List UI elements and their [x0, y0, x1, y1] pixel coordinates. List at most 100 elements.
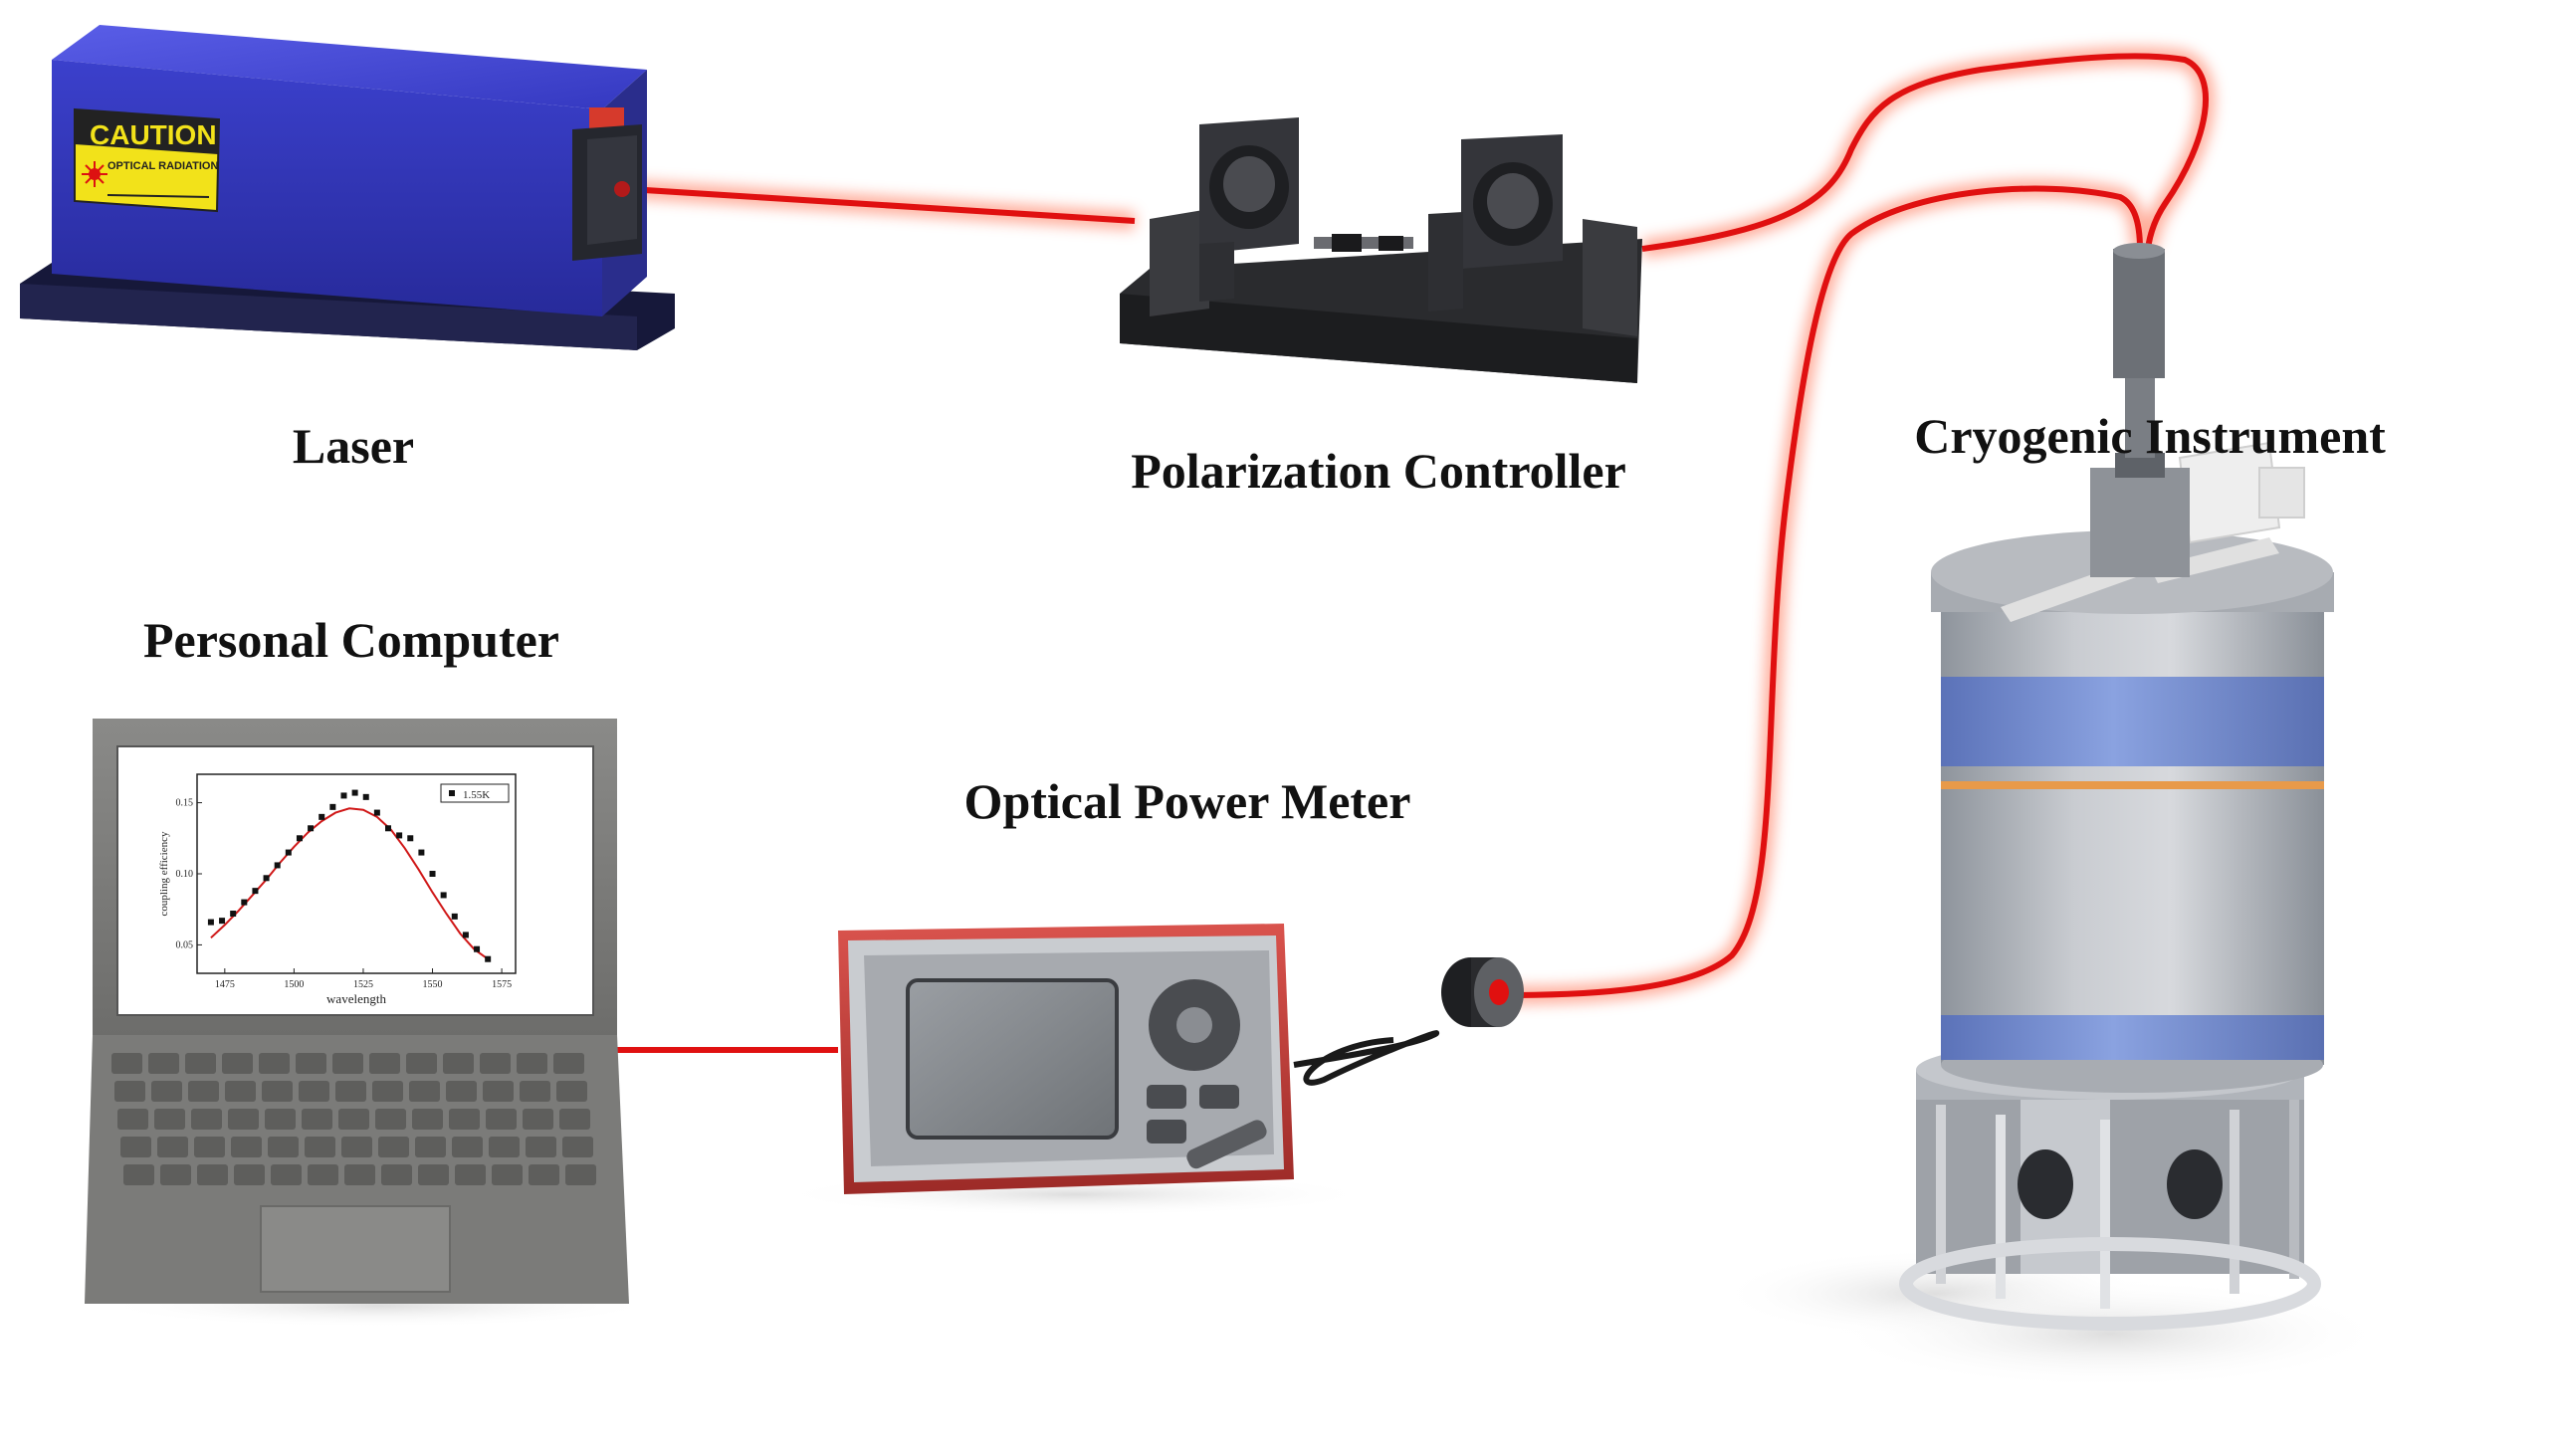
keyboard-key: [412, 1109, 443, 1130]
data-point: [351, 789, 358, 796]
keyboard-key: [381, 1164, 412, 1185]
keyboard-key: [446, 1081, 477, 1102]
keyboard-key: [415, 1137, 446, 1157]
x-tick-label: 1550: [423, 979, 443, 990]
chart-legend: 1.55K: [440, 783, 510, 803]
data-point: [462, 932, 469, 938]
data-point: [219, 918, 226, 925]
data-point: [285, 849, 292, 856]
data-point: [474, 945, 481, 952]
data-point: [263, 875, 270, 882]
data-point: [362, 793, 369, 800]
laptop-keyboard: [111, 1053, 596, 1185]
laser-output-port: [614, 181, 630, 197]
keyboard-key: [123, 1164, 154, 1185]
keyboard-key: [553, 1053, 584, 1074]
data-point: [274, 862, 281, 869]
keyboard-key: [234, 1164, 265, 1185]
data-point: [308, 825, 315, 832]
caution-subtitle: OPTICAL RADIATION: [107, 160, 218, 172]
data-point: [230, 911, 237, 917]
keyboard-key: [418, 1164, 449, 1185]
cryostat-port-left: [2018, 1149, 2073, 1219]
keyboard-key: [225, 1081, 256, 1102]
keyboard-key: [338, 1109, 369, 1130]
polarization-controller-device: [1120, 117, 1642, 383]
keyboard-key: [151, 1081, 182, 1102]
keyboard-key: [344, 1164, 375, 1185]
keyboard-key: [517, 1053, 547, 1074]
keyboard-key: [302, 1109, 332, 1130]
data-point: [429, 871, 436, 877]
keyboard-key: [114, 1081, 145, 1102]
label-optical-power-meter: Optical Power Meter: [964, 773, 1411, 829]
data-point: [373, 809, 380, 816]
x-tick-label: 1475: [215, 979, 235, 990]
keyboard-key: [231, 1137, 262, 1157]
meter-button-1: [1147, 1085, 1186, 1109]
keyboard-key: [559, 1109, 590, 1130]
data-point: [385, 825, 391, 832]
keyboard-key: [335, 1081, 366, 1102]
laser-switch: [589, 107, 624, 129]
fiber-controller-to-cryostat: [1641, 53, 2209, 252]
keyboard-key: [191, 1109, 222, 1130]
keyboard-key: [492, 1164, 523, 1185]
keyboard-key: [486, 1109, 517, 1130]
cryogenic-instrument-device: [1717, 243, 2389, 1388]
keyboard-key: [157, 1137, 188, 1157]
keyboard-key: [526, 1137, 556, 1157]
y-tick-label: 0.15: [176, 798, 194, 809]
keyboard-key: [480, 1053, 511, 1074]
laser-device: CAUTION OPTICAL RADIATION: [20, 25, 675, 350]
keyboard-key: [529, 1164, 559, 1185]
keyboard-key: [228, 1109, 259, 1130]
laser-hazard-icon: [82, 161, 107, 187]
label-polarization-controller: Polarization Controller: [1131, 443, 1626, 499]
keyboard-key: [185, 1053, 216, 1074]
keyboard-key: [369, 1053, 400, 1074]
caution-title: CAUTION: [90, 119, 217, 150]
keyboard-key: [523, 1109, 553, 1130]
data-point: [252, 888, 259, 895]
keyboard-key: [556, 1081, 587, 1102]
optical-detector-head: [1441, 957, 1524, 1027]
keyboard-key: [259, 1053, 290, 1074]
keyboard-key: [452, 1137, 483, 1157]
keyboard-key: [265, 1109, 296, 1130]
keyboard-key: [332, 1053, 363, 1074]
keyboard-key: [268, 1137, 299, 1157]
keyboard-key: [299, 1081, 329, 1102]
keyboard-key: [565, 1164, 596, 1185]
keyboard-key: [372, 1081, 403, 1102]
chart-ylabel: coupling efficiency: [158, 831, 170, 917]
data-point: [241, 899, 248, 906]
keyboard-key: [483, 1081, 514, 1102]
chart-xlabel: wavelength: [326, 991, 386, 1006]
keyboard-key: [341, 1137, 372, 1157]
data-point: [319, 813, 325, 820]
keyboard-key: [449, 1109, 480, 1130]
fiber-laser-to-controller: [628, 186, 1136, 224]
label-personal-computer: Personal Computer: [143, 612, 559, 668]
keyboard-key: [222, 1053, 253, 1074]
data-point: [207, 919, 214, 926]
caution-label: CAUTION OPTICAL RADIATION: [74, 107, 221, 213]
meter-button-2: [1199, 1085, 1239, 1109]
keyboard-key: [562, 1137, 593, 1157]
keyboard-key: [197, 1164, 228, 1185]
y-tick-label: 0.05: [176, 939, 194, 950]
keyboard-key: [443, 1053, 474, 1074]
keyboard-key: [308, 1164, 338, 1185]
optical-fibers: [607, 47, 2215, 1053]
keyboard-key: [455, 1164, 486, 1185]
keyboard-key: [378, 1137, 409, 1157]
optical-power-meter-device: [776, 924, 1524, 1216]
keyboard-key: [154, 1109, 185, 1130]
y-tick-label: 0.10: [176, 869, 194, 880]
data-point: [407, 835, 414, 842]
keyboard-key: [188, 1081, 219, 1102]
keyboard-key: [296, 1053, 326, 1074]
